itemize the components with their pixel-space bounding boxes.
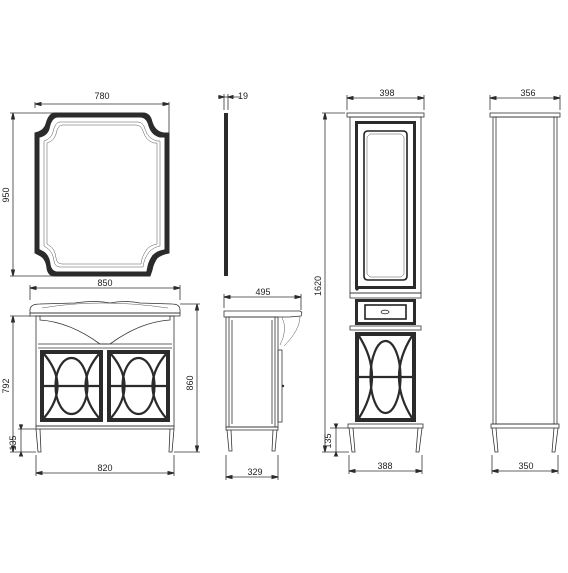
cabinet-height-label: 1620 — [313, 276, 323, 296]
vanity-leg-label: 135 — [8, 435, 18, 450]
vanity-base-width-dimension: 820 — [35, 455, 175, 476]
vanity-side-base-dimension: 329 — [225, 455, 279, 480]
cabinet-base-width-dimension: 388 — [348, 455, 423, 474]
vanity-base-width-label: 820 — [97, 463, 112, 473]
cabinet-height-dimension: 1620 — [313, 112, 349, 453]
vanity-top-width-label: 850 — [97, 278, 112, 288]
vanity-side-width-dimension: 495 — [223, 287, 302, 310]
mirror-height-dimension: 950 — [1, 112, 55, 277]
cabinet-top-width-label: 398 — [379, 88, 394, 98]
vanity-side-base-label: 329 — [247, 467, 262, 477]
mirror-side: 19 — [218, 91, 248, 276]
vanity-height-left-dimension: 792 — [1, 315, 36, 453]
vanity-side-width-label: 495 — [255, 287, 270, 297]
vanity-side — [223, 310, 303, 452]
vanity-height-right-label: 860 — [185, 375, 195, 390]
cabinet-leg-dimension: 135 — [323, 423, 348, 457]
mirror-front — [34, 112, 170, 277]
vanity-leg-dimension: 135 — [8, 424, 36, 457]
mirror-height-label: 950 — [1, 187, 11, 202]
tall-cabinet-side — [489, 112, 561, 453]
vanity-height-right-dimension: 860 — [174, 303, 200, 453]
cabinet-base-width-label: 388 — [377, 461, 392, 471]
mirror-width-label: 780 — [94, 91, 109, 101]
vanity-top-width-dimension: 850 — [29, 278, 181, 300]
cabinet-top-width-dimension: 398 — [346, 88, 425, 110]
cabinet-side-base-label: 350 — [518, 461, 533, 471]
vanity-height-left-label: 792 — [1, 378, 11, 393]
cabinet-side-top-label: 356 — [520, 88, 535, 98]
mirror-width-dimension: 780 — [34, 91, 170, 133]
cabinet-side-top-dimension: 356 — [489, 88, 561, 110]
tall-cabinet-front — [346, 112, 425, 453]
mirror-depth-label: 19 — [238, 91, 248, 101]
cabinet-leg-label: 135 — [323, 433, 333, 448]
cabinet-side-base-dimension: 350 — [491, 455, 559, 474]
vanity-front — [29, 301, 181, 453]
